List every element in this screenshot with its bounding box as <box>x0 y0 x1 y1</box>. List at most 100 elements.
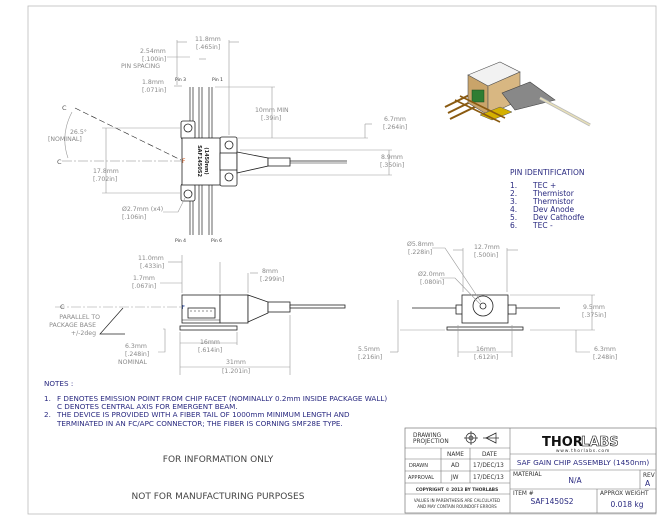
projection-label: DRAWING <box>413 433 442 439</box>
weight-value: 0.018 kg <box>611 500 644 509</box>
side-nose-in: [.299in] <box>260 276 284 283</box>
pin-number: 3. <box>510 197 517 206</box>
side-height-mm: 6.3mm <box>125 343 147 350</box>
pin-identification: PIN IDENTIFICATION 1. TEC + 2. Thermisto… <box>510 168 585 230</box>
end-base-mm: 16mm <box>476 346 496 353</box>
pin-id-title: PIN IDENTIFICATION <box>510 168 584 177</box>
side-length-mm: 31mm <box>226 359 246 366</box>
item-label: ITEM # <box>513 491 534 497</box>
logo-thor: THOR <box>542 435 583 450</box>
side-width-mm: 11.0mm <box>138 255 164 262</box>
side-base-mm: 16mm <box>200 339 220 346</box>
pin-offset-mm: 1.8mm <box>142 79 164 86</box>
date-header: DATE <box>482 452 497 458</box>
end-view: 12.7mm [.500in] Ø5.8mm [.080in] [.228in]… <box>358 240 617 361</box>
item-value: SAF1450S2 <box>531 497 574 506</box>
pin-offset-in: [.071in] <box>142 87 166 94</box>
thorlabs-logo: THOR LABS www.thorlabs.com <box>542 435 619 454</box>
end-outer-dia-in: [.228in] <box>408 249 432 256</box>
sheet-border <box>27 5 657 515</box>
disclaimer-line1: FOR INFORMATION ONLY <box>163 455 274 465</box>
side-emission-point-label: F <box>182 305 185 311</box>
pin-spacing-label: PIN SPACING <box>121 63 160 70</box>
emission-point-label: F <box>182 158 186 165</box>
approval-date: 17/DEC/13 <box>473 475 504 481</box>
pin-number: 2. <box>510 189 517 198</box>
side-axis-c-label: C <box>60 303 65 311</box>
pin-3-label: Pin 3 <box>175 77 186 83</box>
notes: NOTES : 1. F DENOTES EMISSION POINT FROM… <box>44 379 387 428</box>
pin-number: 1. <box>510 181 517 190</box>
hole-diameter-mm: Ø2.7mm (x4) <box>122 205 163 213</box>
right-offset-in: [.264in] <box>383 124 407 131</box>
values-note: AND MAY CONTAIN ROUNDOFF ERRORS <box>417 504 497 509</box>
pin-number: 4. <box>510 205 517 214</box>
end-axis-height-in: [.248in] <box>593 354 617 361</box>
weight-label: APPROX WEIGHT <box>600 491 649 497</box>
parallel-note-line1: PARALLEL TO <box>59 314 100 321</box>
drawn-name: AD <box>451 463 460 469</box>
projection-label: PROJECTION <box>413 439 449 445</box>
drawing-title: SAF GAIN CHIP ASSEMBLY (1450nm) <box>517 458 649 467</box>
side-view: C F PARALLEL TO PACKAGE BASE +/-2deg 11.… <box>49 255 346 375</box>
note-text: TERMINATED IN AN FC/APC CONNECTOR; THE F… <box>56 419 343 428</box>
right-offset-mm: 6.7mm <box>384 116 406 123</box>
note-number: 2. <box>44 410 51 419</box>
pin-name: TEC + <box>532 181 556 190</box>
side-length-in: [1.201in] <box>222 368 250 375</box>
values-note: VALUES IN PARENTHESIS ARE CALCULATED <box>414 498 500 503</box>
side-offset-mm: 1.7mm <box>133 275 155 282</box>
note-number: 1. <box>44 394 51 403</box>
package-3d-render <box>444 61 591 127</box>
pin-name: TEC - <box>532 221 553 230</box>
fiber-spacing-mm: 8.9mm <box>381 154 403 161</box>
side-offset-in: [.067in] <box>132 283 156 290</box>
end-height-in: [.375in] <box>582 312 606 319</box>
angle-value: 26.5° <box>70 128 87 136</box>
pin-number: 6. <box>510 221 517 230</box>
axis-c-label-horizontal: C <box>57 158 62 166</box>
logo-url: www.thorlabs.com <box>556 448 610 454</box>
parallel-note-line2: PACKAGE BASE <box>49 322 96 329</box>
material-value: N/A <box>568 476 582 485</box>
end-inner-dia-in: [.080in] <box>420 279 444 286</box>
pin-name: Dev Anode <box>533 205 574 214</box>
note-text: THE DEVICE IS PROVIDED WITH A FIBER TAIL… <box>56 410 350 419</box>
pin-6-label: Pin 6 <box>211 238 222 244</box>
parallel-note-line3: +/-2deg <box>71 330 96 337</box>
end-inner-dia-mm: Ø2.0mm <box>418 270 445 278</box>
pin-name: Dev Cathodfe <box>533 213 585 222</box>
end-lead-height-in: [.216in] <box>358 354 382 361</box>
end-width-in: [.500in] <box>474 252 498 259</box>
end-base-in: [.612in] <box>474 354 498 361</box>
approval-label: APPROVAL <box>408 475 434 481</box>
drawn-label: DRAWN <box>409 463 428 469</box>
hole-diameter-in: [.106in] <box>122 214 146 221</box>
pin-length-mm: 10mm MIN <box>255 107 289 114</box>
note-text: C DENOTES CENTRAL AXIS FOR EMERGENT BEAM… <box>57 402 238 411</box>
note-text: F DENOTES EMISSION POINT FROM CHIP FACET… <box>57 394 387 403</box>
pin-number: 5. <box>510 213 517 222</box>
side-nose-mm: 8mm <box>262 268 278 275</box>
end-height-mm: 9.5mm <box>583 304 605 311</box>
pin-spacing-mm: 2.54mm <box>140 48 166 55</box>
end-outer-dia-mm: Ø5.8mm <box>407 240 434 248</box>
pin-4-label: Pin 4 <box>175 238 186 244</box>
package-marking-wavelength: (1450nm) <box>203 147 209 174</box>
title-block: DRAWING PROJECTION NAME DATE DRAWN AD 17… <box>404 427 657 514</box>
side-height-in: [.248in] <box>125 351 149 358</box>
pin-1-label: Pin 1 <box>212 77 223 83</box>
side-height-note: NOMINAL <box>118 359 148 366</box>
disclaimer-line2: NOT FOR MANUFACTURING PURPOSES <box>132 492 305 502</box>
end-lead-height-mm: 5.5mm <box>358 346 380 353</box>
notes-title: NOTES : <box>44 379 73 388</box>
pin-name: Thermistor <box>532 189 575 198</box>
width-total-mm: 11.8mm <box>195 36 221 43</box>
third-angle-projection-icon <box>464 431 499 445</box>
drawn-date: 17/DEC/13 <box>473 463 504 469</box>
pin-spacing-in: [.100in] <box>142 56 166 63</box>
axis-c-label: C <box>62 104 67 112</box>
side-width-in: [.433in] <box>140 263 164 270</box>
name-header: NAME <box>447 452 464 458</box>
